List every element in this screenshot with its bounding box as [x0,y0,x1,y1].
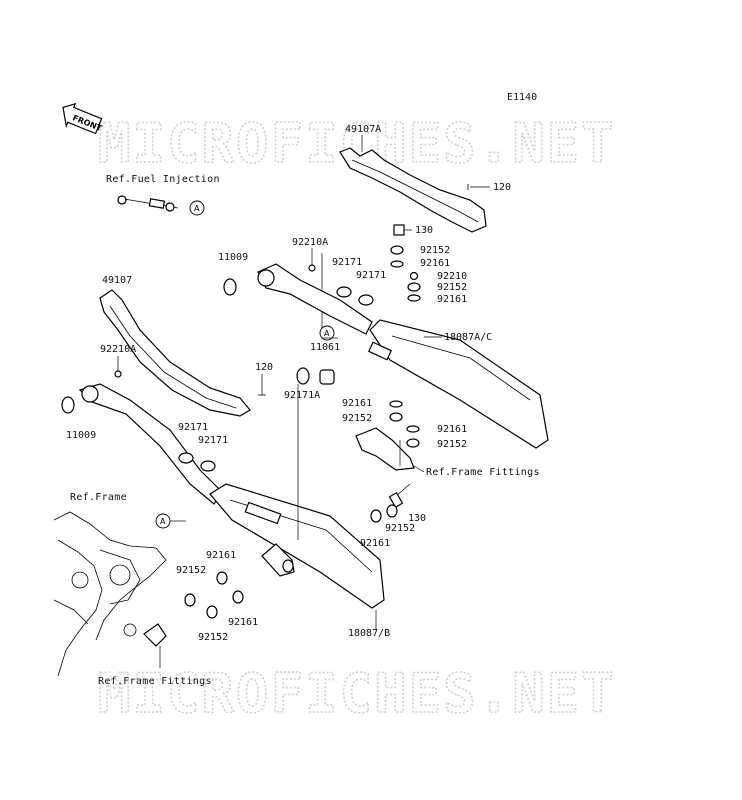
callout-a-low-text: A [160,517,166,526]
label-18087AC: 18087A/C [444,332,492,343]
callout-a-mid-text: A [324,329,330,338]
ref-frame-fittings-right: Ref.Frame Fittings [426,467,540,478]
header-pipe-upper [257,263,373,335]
label-92152-g: 92152 [198,632,228,643]
muffler-lower [209,483,385,609]
label-92152-e: 92152 [385,523,415,534]
label-92210A-top: 92210A [292,237,328,248]
callout-a-fuel [189,200,205,216]
label-92171-c: 92171 [178,422,208,433]
label-92161-a: 92161 [420,258,450,269]
label-11009-low: 11009 [66,430,96,441]
label-92152-f: 92152 [176,565,206,576]
label-92152-a: 92152 [420,245,450,256]
fuel-injection-sensor-icon [117,195,179,212]
mount-bracket-upper [355,427,415,471]
frame-icon [53,511,167,677]
heat-shield-lower [99,289,251,417]
diagram-code: E1140 [507,92,537,103]
label-120-mid: 120 [255,362,273,373]
label-92161-g: 92161 [228,617,258,628]
ref-frame: Ref.Frame [70,492,127,503]
label-11061: 11061 [310,342,340,353]
ref-fuel-injection: Ref.Fuel Injection [106,174,220,185]
callout-a-fuel-text: A [194,204,200,213]
label-92161-f: 92161 [206,550,236,561]
label-92161-b: 92161 [437,294,467,305]
label-92210: 92210 [437,271,467,282]
label-92171A: 92171A [284,390,320,401]
watermark-bottom: MICROFICHES.NET [98,662,616,725]
label-120-top: 120 [493,182,511,193]
heat-shield-upper [339,147,487,233]
label-92171-a: 92171 [332,257,362,268]
label-92171-b: 92171 [356,270,386,281]
label-49107: 49107 [102,275,132,286]
label-92161-c: 92161 [342,398,372,409]
label-92171-d: 92171 [198,435,228,446]
label-130-top: 130 [415,225,433,236]
label-92161-e: 92161 [360,538,390,549]
muffler-upper [369,319,549,449]
ref-frame-fittings-bottom: Ref.Frame Fittings [98,676,212,687]
label-18087B: 18087/B [348,628,390,639]
label-130-low: 130 [408,513,426,524]
label-92152-b: 92152 [437,282,467,293]
label-11009-top: 11009 [218,252,248,263]
label-92152-c: 92152 [342,413,372,424]
label-92161-d: 92161 [437,424,467,435]
callout-a-mid [319,325,335,341]
label-92210A-low: 92210A [100,344,136,355]
label-49107A: 49107A [345,124,381,135]
label-92152-d: 92152 [437,439,467,450]
